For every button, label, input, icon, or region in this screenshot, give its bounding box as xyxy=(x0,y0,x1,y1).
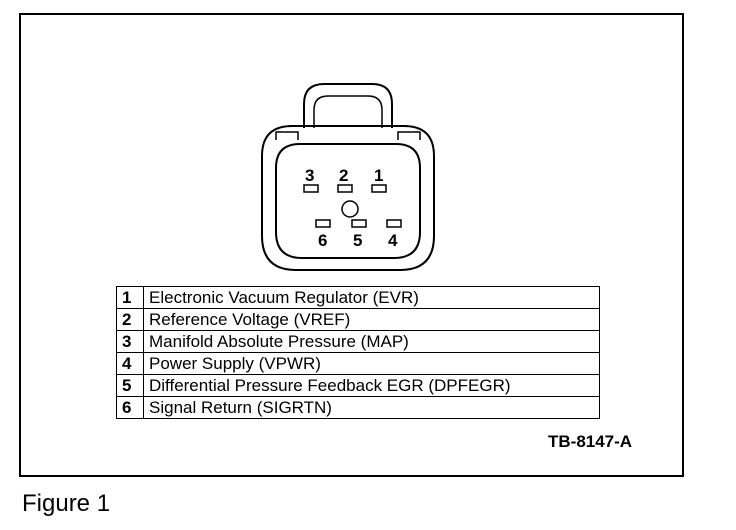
connector-latch xyxy=(303,83,393,128)
tb-reference-code: TB-8147-A xyxy=(548,432,633,451)
pin-number-cell: 2 xyxy=(116,308,144,331)
pin-slot-2 xyxy=(337,184,353,193)
connector-housing-outer xyxy=(261,125,435,271)
pin-slot-6 xyxy=(315,219,331,228)
connector-notch-left xyxy=(275,131,299,140)
pin-number-cell: 1 xyxy=(116,286,144,309)
pin-slot-3 xyxy=(303,184,319,193)
pin-description-cell: Manifold Absolute Pressure (MAP) xyxy=(143,330,600,353)
pin-description-cell: Signal Return (SIGRTN) xyxy=(143,396,600,419)
pin-label-4: 4 xyxy=(388,231,398,250)
pin-description-cell: Electronic Vacuum Regulator (EVR) xyxy=(143,286,600,309)
connector-face xyxy=(275,143,421,259)
table-row: 6 Signal Return (SIGRTN) xyxy=(116,396,600,419)
table-row: 5 Differential Pressure Feedback EGR (DP… xyxy=(116,374,600,397)
table-row: 4 Power Supply (VPWR) xyxy=(116,352,600,375)
pin-assignment-table: 1 Electronic Vacuum Regulator (EVR) 2 Re… xyxy=(116,286,600,419)
pin-number-cell: 5 xyxy=(116,374,144,397)
connector-key-hole xyxy=(341,200,359,218)
pin-slot-5 xyxy=(351,219,367,228)
connector-latch-inner xyxy=(313,95,383,128)
pin-description-cell: Differential Pressure Feedback EGR (DPFE… xyxy=(143,374,600,397)
pin-label-6: 6 xyxy=(318,231,327,250)
pin-label-3: 3 xyxy=(305,166,314,185)
pin-label-5: 5 xyxy=(353,231,362,250)
pin-description-cell: Reference Voltage (VREF) xyxy=(143,308,600,331)
pin-description-cell: Power Supply (VPWR) xyxy=(143,352,600,375)
table-row: 1 Electronic Vacuum Regulator (EVR) xyxy=(116,286,600,309)
connector-notch-right xyxy=(397,131,421,140)
figure-frame xyxy=(19,13,684,477)
pin-label-2: 2 xyxy=(339,166,348,185)
table-row: 2 Reference Voltage (VREF) xyxy=(116,308,600,331)
pin-number-cell: 6 xyxy=(116,396,144,419)
pin-label-1: 1 xyxy=(374,166,383,185)
figure-caption: Figure 1 xyxy=(22,490,111,517)
pin-number-cell: 3 xyxy=(116,330,144,353)
table-row: 3 Manifold Absolute Pressure (MAP) xyxy=(116,330,600,353)
pin-slot-4 xyxy=(386,219,402,228)
pin-slot-1 xyxy=(371,184,387,193)
pin-number-cell: 4 xyxy=(116,352,144,375)
